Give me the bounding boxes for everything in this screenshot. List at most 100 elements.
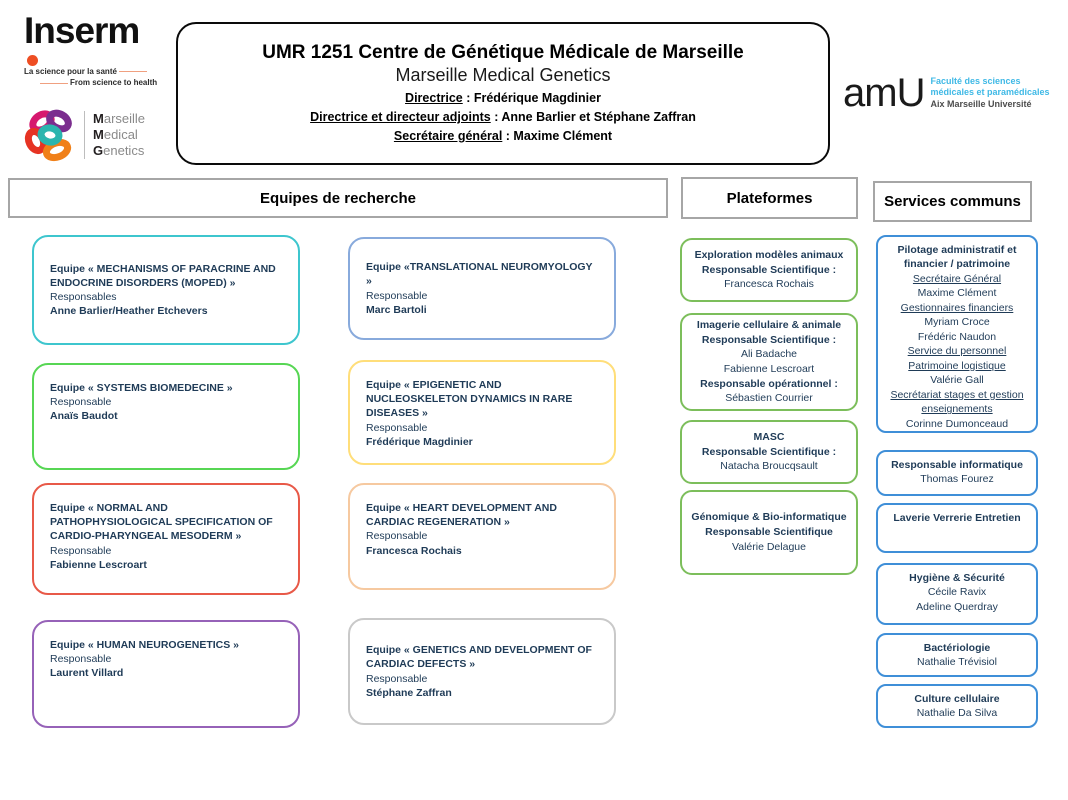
inserm-wordmark: Inserm — [24, 10, 140, 51]
director-value: : Frédérique Magdinier — [462, 90, 601, 105]
team-title: Equipe « HEART DEVELOPMENT AND CARDIAC R… — [366, 502, 557, 529]
service-box-culture-cellulaire: Culture cellulaire Nathalie Da Silva — [876, 684, 1038, 728]
service-title: Responsable informatique — [891, 459, 1023, 471]
amu-university-line: Aix Marseille Université — [930, 98, 1032, 109]
amu-faculty-line1: Faculté des sciences — [930, 76, 1021, 86]
unit-title: UMR 1251 Centre de Génétique Médicale de… — [262, 41, 744, 63]
team-box-cardio-pharyngeal: Equipe « NORMAL AND PATHOPHYSIOLOGICAL S… — [32, 483, 300, 595]
team-role-label: Responsable — [366, 421, 428, 434]
amu-faculty-text: Faculté des sciences médicales et paramé… — [930, 76, 1049, 110]
team-leaders: Anne Barlier/Heather Etchevers — [50, 305, 208, 318]
director-row: Directrice : Frédérique Magdinier — [405, 89, 601, 107]
platform-person: Natacha Broucqsault — [720, 460, 818, 473]
mmg-line: Medical — [93, 126, 138, 142]
mmg-wordmark: Marseille Medical Genetics — [93, 111, 145, 160]
platform-person: Ali Badache — [740, 348, 798, 361]
service-person: Nathalie Trévisiol — [917, 656, 997, 668]
general-secretary-label: Secrétaire général — [393, 129, 503, 144]
team-title: Equipe « NORMAL AND PATHOPHYSIOLOGICAL S… — [50, 502, 273, 543]
team-leaders: Laurent Villard — [50, 667, 124, 680]
section-header-services: Services communs — [873, 181, 1032, 222]
mmg-knot-icon — [24, 109, 72, 162]
team-role-label: Responsable — [366, 672, 428, 685]
service-person: Corinne Dumonceaud — [905, 417, 1009, 430]
deputy-directors-row: Directrice et directeur adjoints : Anne … — [310, 108, 696, 126]
service-box-it: Responsable informatique Thomas Fourez — [876, 450, 1038, 496]
service-box-laverie: Laverie Verrerie Entretien — [876, 503, 1038, 553]
service-person: Adeline Querdray — [916, 600, 998, 613]
team-role-label: Responsables — [50, 291, 117, 303]
platform-role-label: Responsable Scientifique : — [701, 263, 837, 276]
service-role-label: Secrétaire Général — [912, 272, 1002, 285]
service-title: Culture cellulaire — [914, 692, 1000, 705]
inserm-tagline-en: From science to health — [70, 78, 158, 88]
tagline-rule — [118, 71, 147, 73]
platform-role-label: Responsable Scientifique : — [701, 333, 837, 346]
platform-title: Exploration modèles animaux — [694, 248, 844, 261]
service-title: Laverie Verrerie Entretien — [893, 512, 1021, 524]
deputy-directors-label: Directrice et directeur adjoints — [310, 109, 491, 124]
unit-subtitle: Marseille Medical Genetics — [395, 64, 611, 85]
service-role-label: Patrimoine logistique — [908, 359, 1006, 372]
inserm-tagline-fr: La science pour la santé — [24, 67, 117, 76]
service-person: Nathalie Da Silva — [916, 707, 998, 719]
section-header-platforms: Plateformes — [681, 177, 858, 219]
mmg-logo: Marseille Medical Genetics — [24, 108, 145, 162]
amu-logo: amU Faculté des sciences médicales et pa… — [843, 70, 1050, 115]
team-box-human-neurogenetics: Equipe « HUMAN NEUROGENETICS » Responsab… — [32, 620, 300, 728]
inserm-tagline: La science pour la santé From science to… — [24, 66, 174, 88]
service-box-bacteriologie: Bactériologie Nathalie Trévisiol — [876, 633, 1038, 677]
team-box-moped: Equipe « MECHANISMS OF PARACRINE AND END… — [32, 235, 300, 345]
team-box-systems-biomedecine: Equipe « SYSTEMS BIOMEDECINE » Responsab… — [32, 363, 300, 470]
team-leaders: Fabienne Lescroart — [50, 558, 147, 571]
team-title: Equipe « EPIGENETIC AND NUCLEOSKELETON D… — [366, 379, 573, 420]
platform-role-label: Responsable Scientifique : — [701, 445, 837, 458]
service-box-administration: Pilotage administratif et financier / pa… — [876, 235, 1038, 433]
platform-person: Francesca Rochais — [724, 278, 814, 291]
amu-wordmark: amU — [843, 70, 925, 115]
general-secretary-row: Secrétaire général : Maxime Clément — [394, 127, 612, 145]
service-person: Myriam Croce — [924, 316, 990, 329]
platform-title: Imagerie cellulaire & animale — [696, 318, 842, 331]
service-person: Maxime Clément — [917, 287, 997, 300]
service-role-label: Service du personnel — [907, 345, 1007, 358]
platform-box-genomics-bioinformatics: Génomique & Bio-informatique Responsable… — [680, 490, 858, 575]
team-role-label: Responsable — [50, 653, 112, 666]
mmg-line: Marseille — [93, 110, 146, 126]
platform-box-masc: MASC Responsable Scientifique : Natacha … — [680, 420, 858, 484]
team-title: Equipe « GENETICS AND DEVELOPMENT OF CAR… — [366, 644, 592, 671]
section-header-research: Equipes de recherche — [8, 178, 668, 218]
platform-role-label: Responsable opérationnel : — [700, 377, 838, 390]
general-secretary-value: : Maxime Clément — [502, 129, 613, 144]
service-person: Cécile Ravix — [927, 586, 987, 599]
service-role-label: Secrétariat stages et gestion enseigneme… — [890, 388, 1024, 416]
platform-person: Valérie Delague — [732, 540, 806, 553]
deputy-directors-value: : Anne Barlier et Stéphane Zaffran — [490, 109, 696, 124]
tagline-rule — [40, 82, 68, 84]
team-box-cardiac-defects: Equipe « GENETICS AND DEVELOPMENT OF CAR… — [348, 618, 616, 725]
platform-title: MASC — [753, 430, 785, 443]
platform-person: Sébastien Courrier — [725, 392, 813, 405]
service-person: Thomas Fourez — [920, 473, 994, 486]
team-title: Equipe « SYSTEMS BIOMEDECINE » — [50, 382, 233, 394]
service-title: Bactériologie — [923, 641, 991, 654]
platform-title: Génomique & Bio-informatique — [691, 511, 847, 524]
team-leaders: Francesca Rochais — [366, 544, 462, 557]
mmg-line: Genetics — [93, 143, 145, 159]
amu-faculty-line2: médicales et paramédicales — [930, 87, 1050, 98]
team-box-translational-neuromyology: Equipe «TRANSLATIONAL NEUROMYOLOGY » Res… — [348, 237, 616, 340]
service-person: Valérie Gall — [930, 374, 984, 387]
team-leaders: Frédérique Magdinier — [366, 435, 473, 448]
platform-person: Fabienne Lescroart — [723, 363, 815, 375]
platform-role-label: Responsable Scientifique — [705, 526, 833, 539]
team-leaders: Marc Bartoli — [366, 303, 427, 316]
team-role-label: Responsable — [366, 530, 428, 543]
inserm-logo: Inserm La science pour la santé From sci… — [24, 12, 174, 88]
service-person: Frédéric Naudon — [917, 330, 997, 343]
platform-box-animal-models: Exploration modèles animaux Responsable … — [680, 238, 858, 302]
unit-title-box: UMR 1251 Centre de Génétique Médicale de… — [176, 22, 830, 165]
director-label: Directrice — [405, 90, 463, 105]
team-title: Equipe « MECHANISMS OF PARACRINE AND END… — [50, 262, 276, 289]
team-leaders: Stéphane Zaffran — [366, 686, 452, 699]
